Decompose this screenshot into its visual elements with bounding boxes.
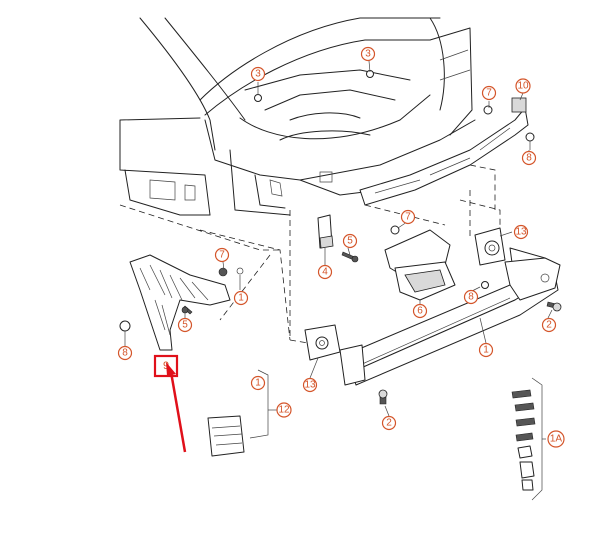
svg-text:13: 13 (515, 227, 527, 238)
guide-bracket-6 (384, 225, 456, 301)
svg-text:2: 2 (386, 418, 392, 429)
callout-7-center: 7 (400, 209, 416, 225)
callout-1-left: 1 (233, 290, 249, 306)
red-arrow (166, 362, 187, 453)
svg-text:3: 3 (255, 69, 261, 80)
fastener-kit-1A (511, 377, 543, 501)
svg-text:1A: 1A (550, 434, 563, 445)
left-mount-plate (304, 324, 341, 361)
fastener-bag-12 (207, 369, 269, 457)
bolt-2-left (378, 389, 388, 405)
svg-text:4: 4 (322, 267, 328, 278)
callout-2-right: 2 (541, 317, 557, 333)
svg-text:9: 9 (163, 360, 169, 372)
upper-mount-bracket (359, 97, 529, 206)
center-clip-4 (317, 214, 334, 249)
svg-text:5: 5 (182, 320, 188, 331)
bolt-2-right (546, 301, 562, 312)
fasteners-small (254, 70, 535, 289)
bumper-beam-1 (339, 257, 561, 386)
svg-text:1: 1 (255, 378, 261, 389)
callout-2-bottom: 2 (381, 415, 397, 431)
svg-text:7: 7 (219, 250, 225, 261)
callout-7-left: 7 (214, 247, 230, 263)
callout-4: 4 (317, 264, 333, 280)
callout-3-center: 3 (360, 46, 376, 62)
callout-13-right: 13 (513, 224, 529, 240)
bracket-fasteners (119, 305, 193, 332)
callout-6: 6 (412, 303, 428, 319)
svg-text:5: 5 (347, 236, 353, 247)
svg-text:10: 10 (517, 81, 529, 92)
highlight-callout-9: 9 (153, 354, 179, 378)
leader-lines (124, 60, 553, 440)
callout-12: 12 (276, 402, 292, 418)
svg-text:2: 2 (546, 320, 552, 331)
svg-text:1: 1 (483, 345, 489, 356)
svg-text:1: 1 (238, 293, 244, 304)
side-bracket-9 (129, 254, 244, 351)
svg-text:6: 6 (417, 306, 423, 317)
callout-1-kit: 1 (250, 375, 266, 391)
svg-text:3: 3 (365, 49, 371, 60)
callout-8-top-right: 8 (521, 150, 537, 166)
callout-8-center: 8 (463, 289, 479, 305)
svg-text:7: 7 (405, 212, 411, 223)
callout-1-beam: 1 (478, 342, 494, 358)
callout-1A: 1A (547, 430, 565, 448)
callout-3-left: 3 (250, 66, 266, 82)
svg-text:8: 8 (468, 292, 474, 303)
screw-5-center (341, 251, 359, 263)
callout-13-left: 13 (302, 377, 318, 393)
svg-text:8: 8 (526, 153, 532, 164)
callout-5-left: 5 (177, 317, 193, 333)
callout-8-left: 8 (117, 345, 133, 361)
svg-text:8: 8 (122, 348, 128, 359)
callout-5-center: 5 (342, 233, 358, 249)
callout-10: 10 (515, 78, 531, 94)
callout-7-top-right: 7 (481, 85, 497, 101)
svg-text:7: 7 (486, 88, 492, 99)
svg-text:13: 13 (304, 380, 316, 391)
svg-text:12: 12 (278, 405, 290, 416)
